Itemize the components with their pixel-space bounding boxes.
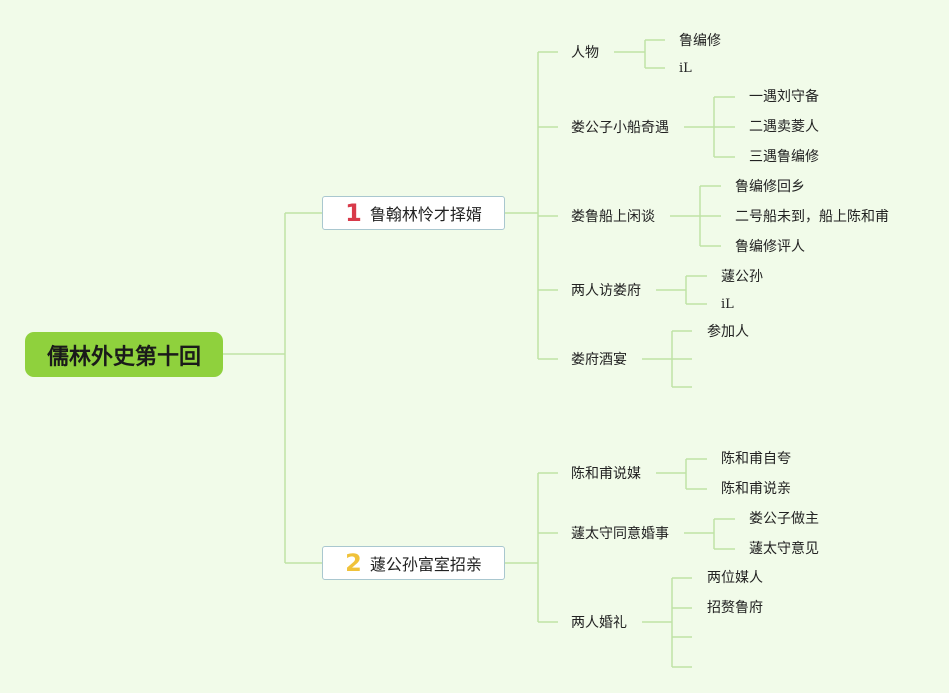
topic-renwu[interactable]: 人物 xyxy=(571,45,599,61)
leaf-zuozhu[interactable]: 娄公子做主 xyxy=(749,511,819,527)
branch-label-1: 鲁翰林怜才择婿 xyxy=(369,205,482,224)
leaf-yiyu[interactable]: 一遇刘守备 xyxy=(749,89,819,105)
leaf-sanyu[interactable]: 三遇鲁编修 xyxy=(749,149,819,165)
leaf-erhaochuan[interactable]: 二号船未到，船上陈和甫 xyxy=(735,209,889,225)
branch-2[interactable]: 2 蘧公孙富室招亲 xyxy=(322,546,505,580)
leaf-zikua[interactable]: 陈和甫自夸 xyxy=(721,451,791,467)
branch-label-2: 蘧公孙富室招亲 xyxy=(369,555,482,574)
leaf-meiren[interactable]: 两位媒人 xyxy=(707,570,763,586)
leaf-il-1[interactable]: iL xyxy=(679,61,692,76)
topic-loufu[interactable]: 两人访娄府 xyxy=(571,283,641,299)
leaf-il-2[interactable]: iL xyxy=(721,297,734,312)
branch-1[interactable]: 1 鲁翰林怜才择婿 xyxy=(322,196,505,230)
branch-number-1: 1 xyxy=(345,199,362,227)
branch-number-2: 2 xyxy=(345,549,362,577)
topic-shuomei[interactable]: 陈和甫说媒 xyxy=(571,466,641,482)
leaf-yijian[interactable]: 蘧太守意见 xyxy=(749,541,819,557)
topic-jiuyan[interactable]: 娄府酒宴 xyxy=(571,352,627,368)
leaf-lubianxiu[interactable]: 鲁编修 xyxy=(679,33,721,49)
topic-hunli[interactable]: 两人婚礼 xyxy=(571,615,627,631)
topic-tongyi[interactable]: 蘧太守同意婚事 xyxy=(571,526,669,542)
leaf-canjiaren[interactable]: 参加人 xyxy=(707,324,749,340)
leaf-pingren[interactable]: 鲁编修评人 xyxy=(735,239,805,255)
leaf-huixiang[interactable]: 鲁编修回乡 xyxy=(735,179,805,195)
leaf-zhuizhui[interactable]: 招赘鲁府 xyxy=(707,600,763,616)
leaf-shuoqin[interactable]: 陈和甫说亲 xyxy=(721,481,791,497)
topic-chuanshang[interactable]: 娄鲁船上闲谈 xyxy=(571,209,655,225)
root-title: 儒林外史第十回 xyxy=(46,344,201,370)
root-topic[interactable]: 儒林外史第十回 xyxy=(25,332,223,377)
leaf-qugongsun[interactable]: 蘧公孙 xyxy=(721,269,763,285)
leaf-eryu[interactable]: 二遇卖菱人 xyxy=(749,119,819,135)
topic-xiaochuan[interactable]: 娄公子小船奇遇 xyxy=(571,120,669,136)
